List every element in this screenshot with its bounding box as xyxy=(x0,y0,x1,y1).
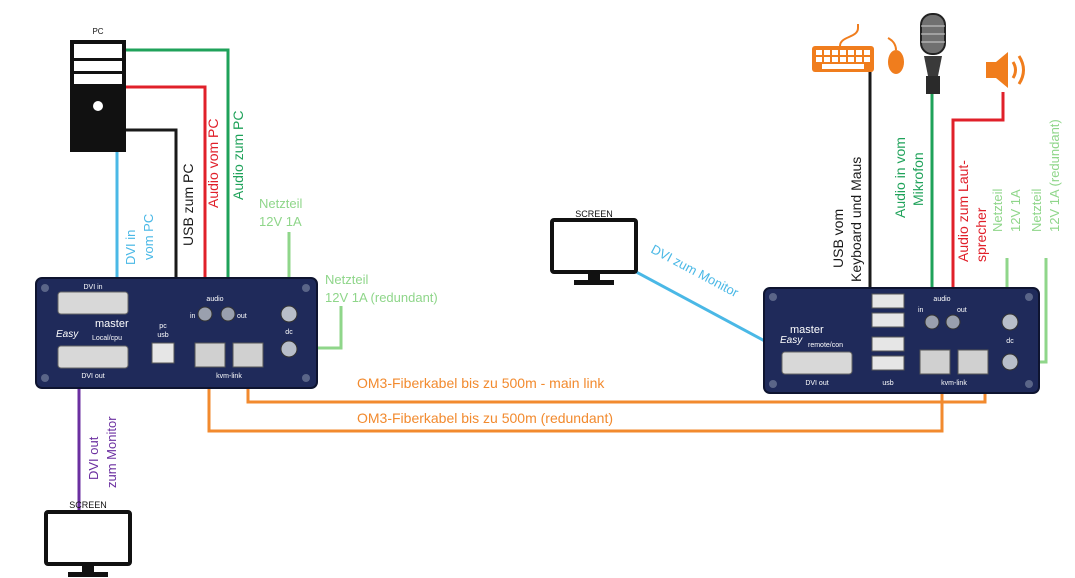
local-variant: Local/cpu xyxy=(92,335,122,342)
label-netzteil-remote-2-line1: Netzteil xyxy=(1029,189,1044,232)
local-unit: DVI in DVI out master Easy Local/cpu pc … xyxy=(35,277,318,389)
local-dvi-in-label: DVI in xyxy=(83,284,102,291)
microphone-icon xyxy=(920,13,946,94)
label-dvi-in-line1: DVI in xyxy=(123,230,138,265)
remote-usb-port-1[interactable] xyxy=(871,293,905,309)
local-pc-label: pc xyxy=(159,323,167,330)
local-usb-port[interactable] xyxy=(151,342,175,364)
cable-audio-zum-pc xyxy=(126,48,230,313)
label-dvi-out-line2: zum Monitor xyxy=(104,416,119,488)
remote-audio-in-jack[interactable] xyxy=(924,314,940,330)
screen-remote: SCREEN xyxy=(550,209,638,285)
label-fiber-redundant: OM3-Fiberkabel bis zu 500m (redundant) xyxy=(357,410,613,426)
remote-kvm-link-port-2[interactable] xyxy=(957,349,989,375)
remote-dc-jack-1[interactable] xyxy=(1001,313,1019,331)
remote-audio-label: audio xyxy=(933,296,950,303)
remote-variant: remote/con xyxy=(808,342,843,349)
local-dc-label: dc xyxy=(285,329,293,336)
label-fiber-main: OM3-Fiberkabel bis zu 500m - main link xyxy=(357,375,605,391)
remote-dvi-out-port[interactable] xyxy=(781,351,853,375)
label-usb-vom-line2: Keyboard und Maus xyxy=(848,157,864,282)
remote-usb-label: usb xyxy=(882,380,893,387)
label-netzteil-local-1-line1: Netzteil xyxy=(259,196,302,211)
label-netzteil-remote-1-line1: Netzteil xyxy=(990,189,1005,232)
pc-label: PC xyxy=(92,27,103,36)
label-netzteil-remote-1-line2: 12V 1A xyxy=(1008,189,1023,232)
label-netzteil-local-1-line2: 12V 1A xyxy=(259,214,302,229)
label-usb-vom-line1: USB vom xyxy=(830,209,846,268)
remote-kvm-link-port-1[interactable] xyxy=(919,349,951,375)
cable-audio-lautsprecher xyxy=(951,92,1005,322)
local-brand-script: Easy xyxy=(56,329,79,340)
local-kvm-link-label: kvm-link xyxy=(216,373,242,380)
label-usb-zum-pc: USB zum PC xyxy=(180,164,196,246)
local-audio-in-jack[interactable] xyxy=(197,306,213,322)
keyboard-icon xyxy=(812,24,874,72)
remote-usb-port-4[interactable] xyxy=(871,355,905,371)
speaker-icon xyxy=(986,52,1025,88)
local-kvm-link-port-1[interactable] xyxy=(194,342,226,368)
local-audio-out-label: out xyxy=(237,313,247,320)
label-dvi-in-line2: vom PC xyxy=(141,214,156,260)
cable-fiber-redundant xyxy=(207,370,944,433)
local-dvi-in-port[interactable] xyxy=(57,291,129,315)
screen-remote-label: SCREEN xyxy=(575,209,613,219)
remote-brand-script: Easy xyxy=(780,335,803,346)
mouse-icon xyxy=(887,37,904,74)
local-dvi-out-port[interactable] xyxy=(57,345,129,369)
local-kvm-link-port-2[interactable] xyxy=(232,342,264,368)
local-dc-jack-1[interactable] xyxy=(280,305,298,323)
remote-unit: master Easy remote/con DVI out usb audio… xyxy=(763,287,1040,394)
remote-dc-jack-2[interactable] xyxy=(1001,353,1019,371)
remote-usb-port-2[interactable] xyxy=(871,312,905,328)
local-brand: master xyxy=(95,318,129,330)
screen-local: SCREEN xyxy=(44,500,132,577)
label-netzteil-local-2-line2: 12V 1A (redundant) xyxy=(325,290,438,305)
remote-kvm-link-label: kvm-link xyxy=(941,380,967,387)
remote-dc-label: dc xyxy=(1006,338,1014,345)
remote-audio-out-jack[interactable] xyxy=(945,314,961,330)
label-audio-in-line2: Mikrofon xyxy=(910,152,926,206)
remote-brand: master xyxy=(790,324,824,336)
pc-tower: PC xyxy=(70,27,126,152)
remote-audio-out-label: out xyxy=(957,307,967,314)
local-audio-in-label: in xyxy=(190,313,196,320)
local-audio-label: audio xyxy=(206,296,223,303)
label-audio-zum-line2: sprecher xyxy=(973,207,989,262)
label-audio-zum-line1: Audio zum Laut- xyxy=(955,160,971,262)
local-audio-out-jack[interactable] xyxy=(220,306,236,322)
label-dvi-zum-monitor: DVI zum Monitor xyxy=(649,241,742,300)
screen-local-label: SCREEN xyxy=(69,500,107,510)
label-audio-in-line1: Audio in vom xyxy=(892,137,908,218)
local-usb-label: usb xyxy=(157,332,168,339)
cable-audio-vom-pc xyxy=(126,85,207,313)
label-audio-zum-pc: Audio zum PC xyxy=(230,111,246,200)
remote-dvi-out-label: DVI out xyxy=(805,380,828,387)
label-netzteil-remote-2-line2: 12V 1A (redundant) xyxy=(1047,119,1062,232)
local-dc-jack-2[interactable] xyxy=(280,340,298,358)
remote-usb-port-3[interactable] xyxy=(871,336,905,352)
label-dvi-out-line1: DVI out xyxy=(86,436,101,480)
label-netzteil-local-2-line1: Netzteil xyxy=(325,272,368,287)
local-dvi-out-label: DVI out xyxy=(81,373,104,380)
remote-audio-in-label: in xyxy=(918,307,924,314)
label-audio-vom-pc: Audio vom PC xyxy=(205,119,221,208)
